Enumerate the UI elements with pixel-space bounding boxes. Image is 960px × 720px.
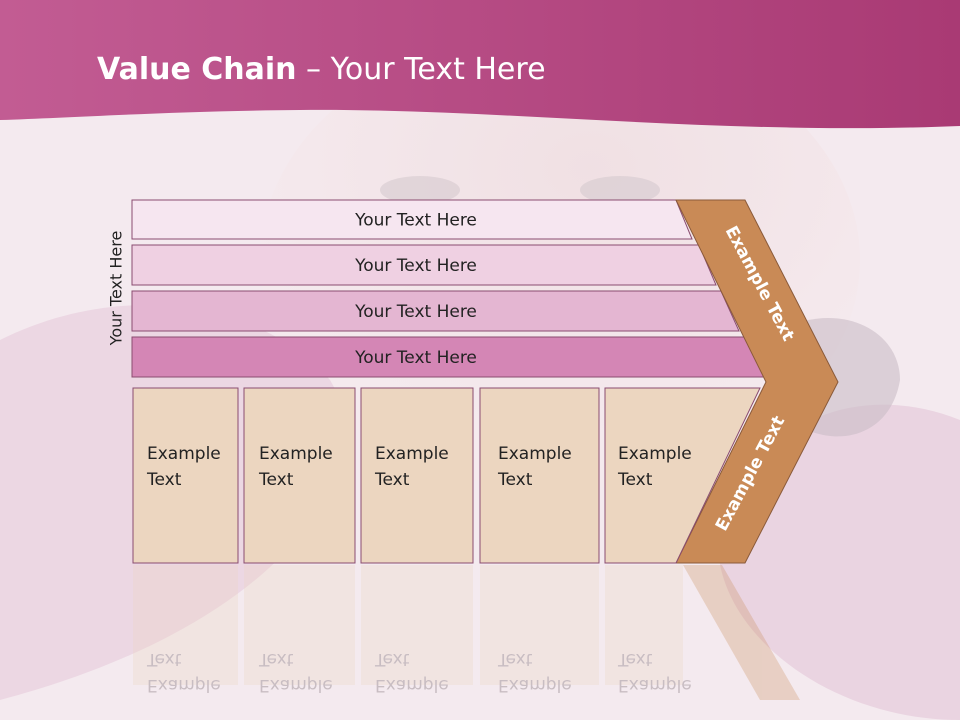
activity-box xyxy=(243,387,356,564)
svg-text:Text: Text xyxy=(617,649,653,669)
row-label: Your Text Here xyxy=(354,211,477,231)
box-label-line1: Example xyxy=(259,444,333,464)
svg-text:Example: Example xyxy=(375,675,449,695)
box-label-line2: Text xyxy=(617,470,653,490)
svg-text:Example: Example xyxy=(498,675,572,695)
row-bar xyxy=(131,244,717,286)
header-band xyxy=(0,0,960,129)
box-label-line1: Example xyxy=(375,444,449,464)
box-label-line2: Text xyxy=(146,470,182,490)
svg-text:Example: Example xyxy=(618,675,692,695)
chevron-arrow xyxy=(675,199,839,564)
row-bar xyxy=(131,199,693,240)
box-label-line1: Example xyxy=(498,444,572,464)
activity-box xyxy=(132,387,239,564)
row-label: Your Text Here xyxy=(354,302,477,322)
svg-text:Example: Example xyxy=(259,675,333,695)
svg-text:Text: Text xyxy=(374,649,410,669)
title-rest: – Your Text Here xyxy=(296,52,546,87)
activity-box xyxy=(604,387,761,564)
row-label: Your Text Here xyxy=(354,348,477,368)
svg-text:Example: Example xyxy=(147,675,221,695)
slide-title: Value Chain – Your Text Here xyxy=(97,52,546,87)
box-label-line2: Text xyxy=(258,470,294,490)
row-label: Your Text Here xyxy=(354,256,477,276)
box-label-line2: Text xyxy=(374,470,410,490)
row-bar xyxy=(131,290,740,332)
box-label-line1: Example xyxy=(618,444,692,464)
activity-box xyxy=(479,387,600,564)
svg-text:Text: Text xyxy=(497,649,533,669)
box-label-line2: Text xyxy=(497,470,533,490)
activity-box xyxy=(360,387,474,564)
reflection: Example Text Example Text Example Text Exam… xyxy=(133,565,800,700)
box-label-line1: Example xyxy=(147,444,221,464)
svg-text:Text: Text xyxy=(146,649,182,669)
svg-text:Text: Text xyxy=(258,649,294,669)
title-bold: Value Chain xyxy=(97,52,297,87)
